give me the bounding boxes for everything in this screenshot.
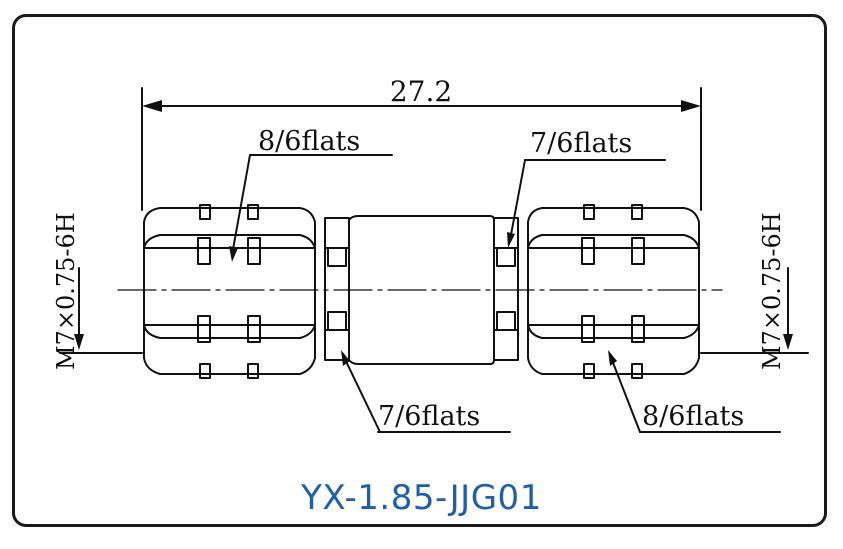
drawing-frame [12, 14, 827, 527]
label-top-right: 7/6flats [530, 128, 632, 159]
left-collar [324, 217, 350, 361]
label-top-left: 8/6flats [258, 126, 360, 157]
leader-arrow-bottom-left-icon [341, 350, 350, 366]
right-hex-nut [527, 204, 700, 379]
thread-spec-right: M7×0.75-6H [758, 212, 786, 370]
overall-dimension-text: 27.2 [390, 75, 452, 108]
arrow-left-icon [142, 100, 162, 112]
leader-top-left [231, 154, 251, 256]
leader-arrow-top-right-icon [507, 232, 515, 248]
thread-arrow-left-icon [74, 334, 84, 350]
leader-arrow-bottom-right-icon [608, 350, 617, 366]
arrow-right-icon [681, 100, 701, 112]
thread-arrow-right-icon [783, 334, 793, 350]
thread-spec-left: M7×0.75-6H [52, 212, 80, 370]
leader-bottom-right [609, 354, 641, 433]
leader-arrow-top-left-icon [229, 246, 238, 262]
label-bottom-right: 8/6flats [642, 401, 744, 432]
left-hex-nut [143, 204, 316, 379]
right-collar [493, 217, 519, 361]
label-bottom-left: 7/6flats [378, 401, 480, 432]
part-number: YX-1.85-JJG01 [301, 478, 542, 518]
leader-bottom-left [342, 354, 381, 433]
leader-top-right [509, 159, 526, 241]
